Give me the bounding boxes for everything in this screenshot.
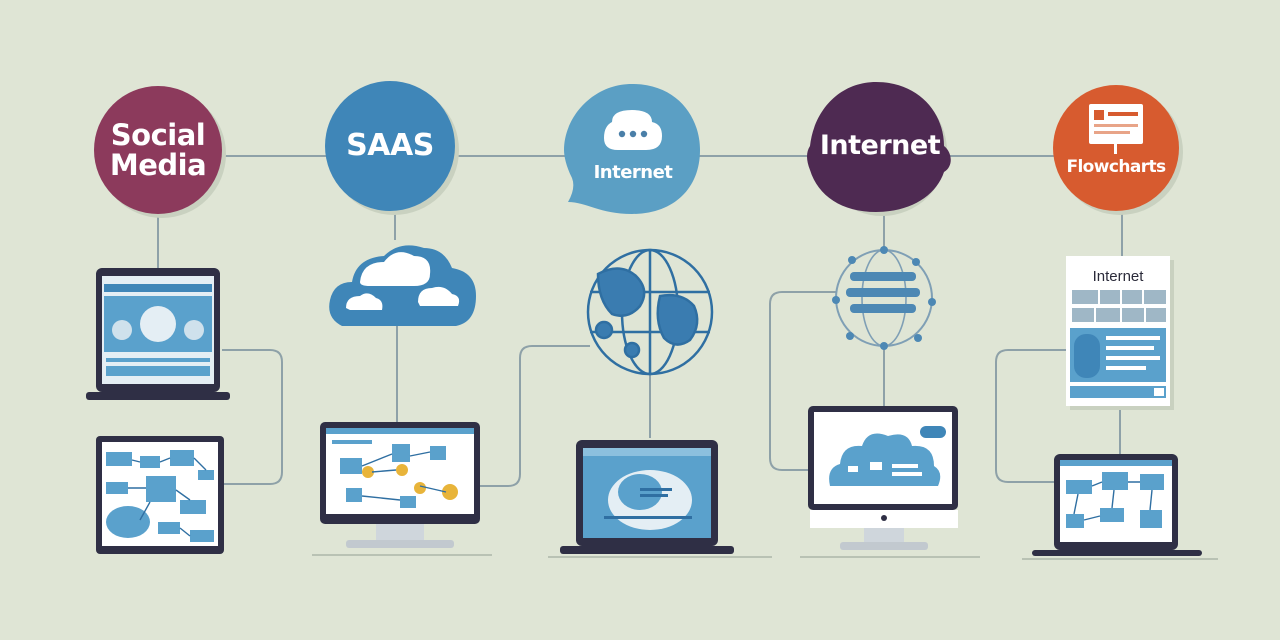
laptop-icon bbox=[86, 268, 230, 400]
presentation-board-icon bbox=[1089, 104, 1143, 154]
flowcharts-label-text: Flowcharts bbox=[1066, 157, 1166, 178]
connector-network-to-left bbox=[769, 291, 836, 471]
monitor-icon bbox=[312, 422, 492, 556]
laptop-icon bbox=[548, 440, 772, 558]
social-media-label-line2: Media bbox=[109, 148, 207, 182]
cloud-icon bbox=[329, 245, 476, 326]
flowcharts-label: Flowcharts bbox=[1053, 154, 1179, 182]
laptop-icon bbox=[1022, 454, 1218, 560]
social-media-node bbox=[94, 86, 222, 214]
chat-bubble-icon bbox=[604, 110, 662, 150]
network-globe-icon bbox=[832, 246, 936, 350]
connector-doc-to-left bbox=[995, 349, 1066, 483]
document-icon bbox=[1066, 256, 1174, 410]
internet-label: Internet bbox=[808, 126, 952, 166]
connectors bbox=[157, 155, 1123, 487]
internet-cloud-label: Internet bbox=[574, 158, 692, 188]
saas-label-text: SAAS bbox=[346, 128, 434, 164]
internet-label-text: Internet bbox=[819, 129, 941, 161]
connector-social-laptop-to-tablet bbox=[222, 349, 283, 485]
globe-icon bbox=[586, 248, 714, 376]
document-title: Internet bbox=[1092, 268, 1144, 285]
tablet-icon bbox=[96, 436, 224, 554]
internet-cloud-label-text: Internet bbox=[593, 161, 673, 183]
saas-label: SAAS bbox=[325, 126, 455, 166]
internet-node bbox=[807, 82, 951, 212]
connector-monitor-to-globe bbox=[480, 345, 590, 487]
saas-node bbox=[325, 81, 455, 211]
node-circles bbox=[94, 81, 1179, 214]
social-media-label-line1: Social bbox=[110, 117, 206, 152]
social-media-label: Social Media bbox=[94, 112, 222, 188]
monitor-icon bbox=[800, 406, 980, 558]
